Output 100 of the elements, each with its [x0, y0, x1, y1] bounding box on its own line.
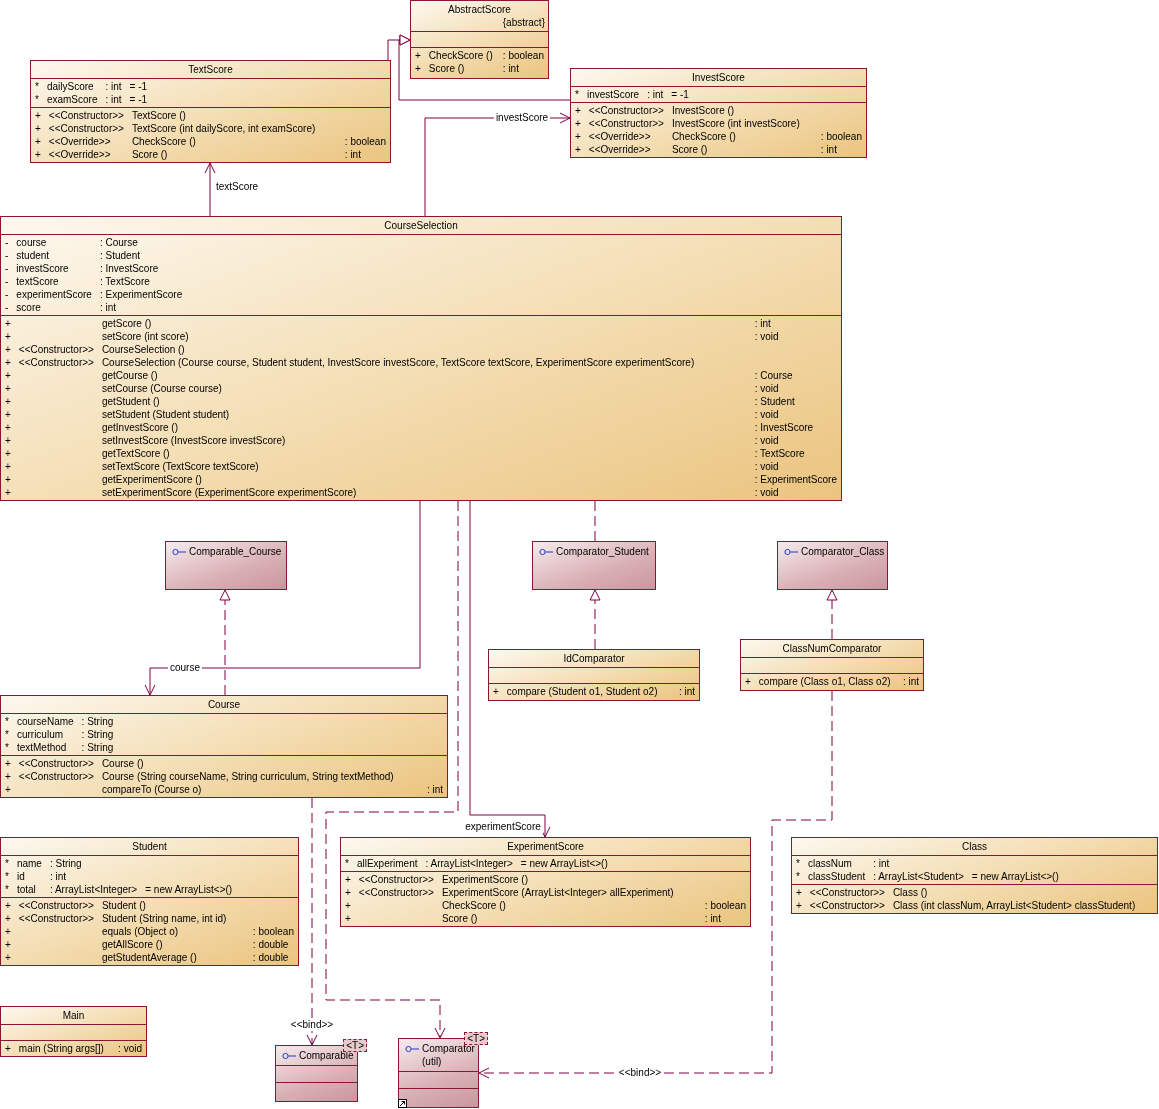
- association-arrow: [144, 500, 421, 696]
- operation-signature: getStudent (): [101, 395, 161, 408]
- class-box: [0, 837, 299, 966]
- stereotype-label: <<Constructor>>: [809, 886, 886, 899]
- return-type: : void: [754, 408, 780, 421]
- template-parameter-label: <T>: [464, 1032, 488, 1045]
- class-box: [410, 0, 549, 79]
- visibility-marker: +: [5, 925, 12, 938]
- default-value: = new ArrayList<>(): [520, 857, 609, 870]
- type-label: : ArrayList<Student>: [873, 870, 965, 883]
- visibility-marker: *: [796, 857, 801, 870]
- visibility-marker: *: [796, 870, 801, 883]
- operation-signature: main (String args[]): [18, 1042, 105, 1055]
- visibility-marker: +: [5, 757, 12, 770]
- stereotype-label: <<Constructor>>: [18, 356, 95, 369]
- operation-signature: setExperimentScore (ExperimentScore experimentScore): [101, 486, 358, 499]
- operation-signature: CourseSelection (): [101, 343, 186, 356]
- visibility-marker: +: [5, 473, 12, 486]
- interface-name: Comparator: [422, 1042, 475, 1055]
- visibility-marker: +: [5, 382, 12, 395]
- visibility-marker: +: [5, 899, 12, 912]
- class-box: [791, 837, 1158, 914]
- realization-arrow: [219, 589, 231, 696]
- edge-label: textScore: [213, 181, 261, 193]
- type-label: : String: [49, 857, 83, 870]
- return-type: : boolean: [820, 130, 862, 143]
- edge-label: course: [168, 662, 202, 674]
- stereotype-label: <<Constructor>>: [18, 912, 95, 925]
- operation-signature: CheckScore (): [131, 135, 197, 148]
- visibility-marker: +: [5, 770, 12, 783]
- visibility-marker: +: [575, 143, 582, 156]
- interface-box: [532, 541, 656, 590]
- attribute-name: investScore: [16, 262, 70, 275]
- realization-arrow: [589, 589, 601, 650]
- visibility-marker: +: [796, 886, 803, 899]
- visibility-marker: *: [5, 883, 10, 896]
- class-box: [488, 649, 700, 701]
- visibility-marker: -: [5, 275, 10, 288]
- type-label: : String: [81, 741, 114, 754]
- attribute-name: textScore: [16, 275, 60, 288]
- stereotype-label: <<Constructor>>: [588, 104, 665, 117]
- return-type: : double: [252, 938, 290, 951]
- class-box: [30, 60, 391, 163]
- operation-signature: getScore (): [101, 317, 153, 330]
- stereotype-label: <<Constructor>>: [18, 757, 95, 770]
- class-box: [0, 216, 842, 501]
- dependency-arrow: [478, 690, 833, 1079]
- class-box: [740, 639, 924, 691]
- visibility-marker: +: [5, 343, 12, 356]
- return-type: : int: [426, 783, 443, 796]
- return-type: : int: [704, 912, 722, 925]
- attribute-name: examScore: [46, 93, 99, 106]
- visibility-marker: +: [796, 899, 803, 912]
- operation-signature: getAllScore (): [101, 938, 164, 951]
- return-type: : int: [754, 317, 772, 330]
- operation-signature: getExperimentScore (): [101, 473, 203, 486]
- visibility-marker: +: [345, 899, 352, 912]
- visibility-marker: +: [35, 148, 42, 161]
- operation-signature: InvestScore (int investScore): [671, 117, 801, 130]
- return-type: : int: [678, 685, 695, 698]
- visibility-marker: *: [5, 741, 10, 754]
- visibility-marker: *: [5, 728, 10, 741]
- operation-signature: ExperimentScore (): [441, 873, 530, 886]
- return-type: : boolean: [344, 135, 386, 148]
- visibility-marker: +: [415, 62, 422, 75]
- attribute-name: investScore: [586, 88, 641, 101]
- visibility-marker: *: [35, 80, 40, 93]
- attribute-name: classNum: [807, 857, 853, 870]
- association-arrow: [469, 500, 551, 838]
- attribute-name: score: [16, 301, 42, 314]
- interface-box: [165, 541, 287, 590]
- visibility-marker: +: [5, 408, 12, 421]
- visibility-marker: +: [5, 912, 12, 925]
- visibility-marker: -: [5, 301, 10, 314]
- class-name: ExperimentScore: [506, 840, 585, 853]
- type-label: : ArrayList<Integer>: [49, 883, 139, 896]
- stereotype-label: <<Constructor>>: [358, 873, 435, 886]
- attribute-name: curriculum: [16, 728, 65, 741]
- type-label: : ExperimentScore: [99, 288, 183, 301]
- operation-signature: setStudent (Student student): [101, 408, 231, 421]
- type-label: : InvestScore: [99, 262, 160, 275]
- stereotype-label: <<Constructor>>: [18, 899, 95, 912]
- type-label: : ArrayList<Integer>: [425, 857, 514, 870]
- operation-signature: ExperimentScore (ArrayList<Integer> allExperiment): [441, 886, 675, 899]
- operation-signature: Student (): [101, 899, 147, 912]
- visibility-marker: +: [345, 873, 352, 886]
- operation-signature: Score (): [131, 148, 169, 161]
- visibility-marker: +: [415, 49, 422, 62]
- stereotype-label: <<Override>>: [588, 143, 652, 156]
- default-value: = new ArrayList<>(): [145, 883, 234, 896]
- visibility-marker: *: [575, 88, 580, 101]
- type-label: : String: [81, 715, 114, 728]
- class-name: ClassNumComparator: [781, 642, 883, 655]
- return-type: : int: [502, 62, 520, 75]
- operation-signature: Score (): [671, 143, 709, 156]
- property-tag: {abstract}: [414, 16, 545, 29]
- attribute-name: total: [16, 883, 37, 896]
- visibility-marker: +: [5, 395, 12, 408]
- dependency-arrow: [306, 797, 318, 1046]
- stereotype-label: <<Constructor>>: [809, 899, 886, 912]
